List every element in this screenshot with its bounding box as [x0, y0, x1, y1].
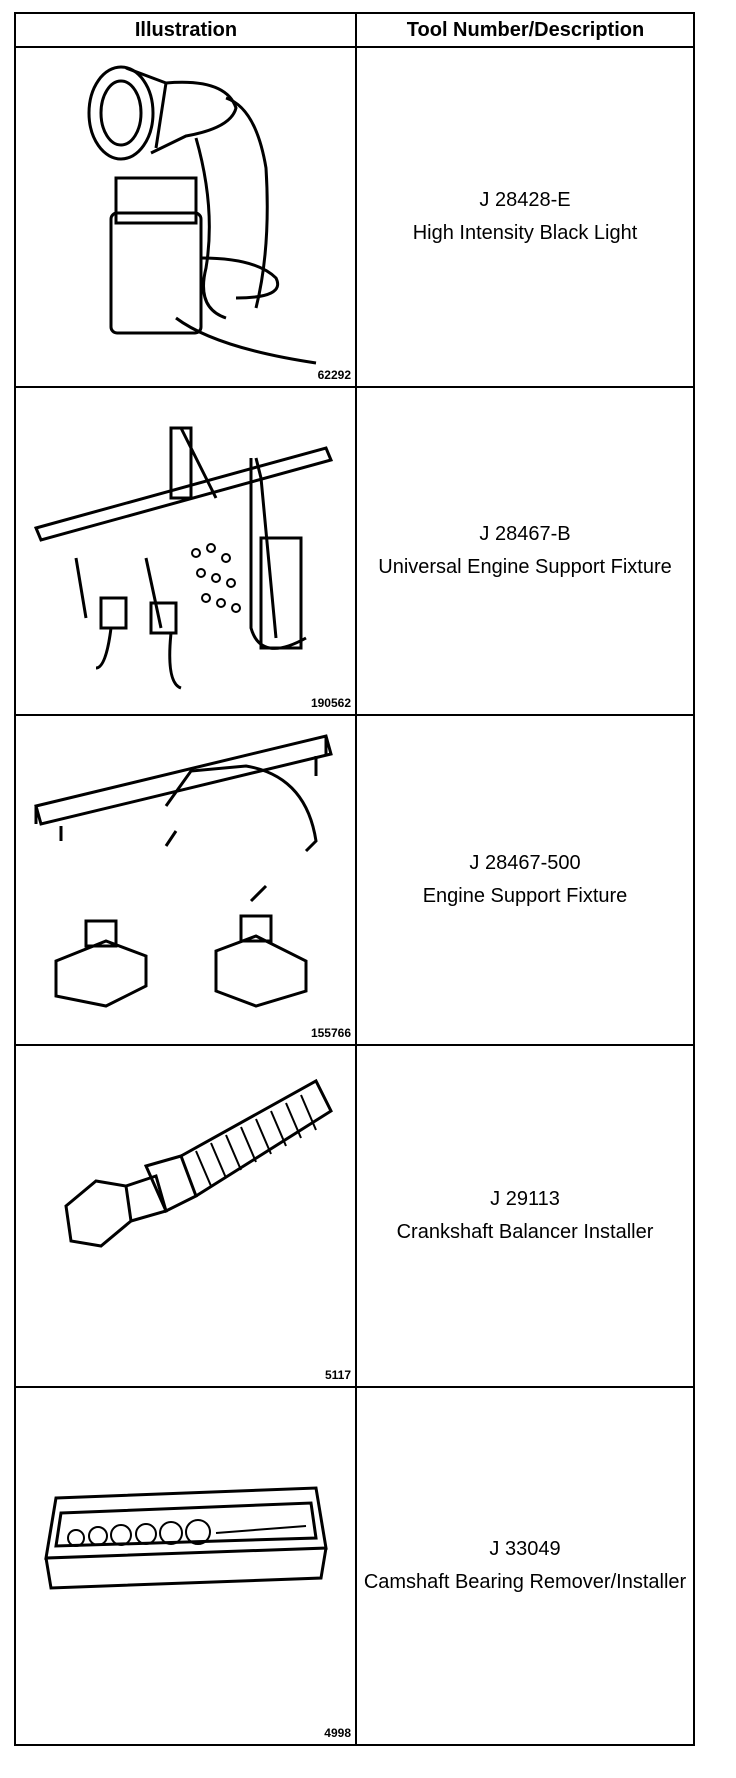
tool-description-cell: J 28467-500 Engine Support Fixture	[357, 716, 693, 1044]
table-row: 4998 J 33049 Camshaft Bearing Remover/In…	[16, 1388, 693, 1744]
tool-number: J 28428-E	[479, 189, 571, 211]
tool-description: High Intensity Black Light	[412, 222, 638, 244]
table-row: 155766 J 28467-500 Engine Support Fixtur…	[16, 716, 693, 1046]
figure-number: 4998	[324, 1726, 351, 1740]
tool-number: J 28467-500	[469, 852, 581, 874]
figure-number: 62292	[317, 368, 351, 382]
balancer-installer-illustration: 5117	[16, 1046, 355, 1386]
tool-number: J 33049	[489, 1538, 561, 1560]
engine-support-illustration: 190562	[16, 388, 355, 714]
tool-description-cell: J 33049 Camshaft Bearing Remover/Install…	[357, 1388, 693, 1744]
tool-case-icon	[44, 1486, 328, 1590]
table-row: 190562 J 28467-B Universal Engine Suppor…	[16, 388, 693, 716]
threaded-bolt-icon	[64, 1078, 333, 1248]
tool-number: J 28467-B	[479, 523, 571, 545]
tool-description: Engine Support Fixture	[422, 885, 628, 907]
tool-description: Universal Engine Support Fixture	[378, 556, 672, 578]
tool-description: Crankshaft Balancer Installer	[396, 1221, 654, 1243]
tools-table: Illustration Tool Number/Description 622…	[14, 12, 695, 1746]
tool-description-cell: J 28467-B Universal Engine Support Fixtu…	[357, 388, 693, 714]
engine-support-bar-icon	[34, 734, 333, 1008]
black-light-illustration: 62292	[16, 48, 355, 386]
black-light-icon	[87, 65, 317, 365]
tool-description-cell: J 29113 Crankshaft Balancer Installer	[357, 1046, 693, 1386]
column-divider	[355, 14, 357, 1744]
tool-description: Camshaft Bearing Remover/Installer	[363, 1571, 687, 1593]
tool-number: J 29113	[490, 1188, 560, 1210]
header-tool-description: Tool Number/Description	[406, 19, 645, 41]
bearing-tool-illustration: 4998	[16, 1388, 355, 1744]
engine-support-bar-illustration: 155766	[16, 716, 355, 1044]
table-row: 5117 J 29113 Crankshaft Balancer Install…	[16, 1046, 693, 1388]
table-row: 62292 J 28428-E High Intensity Black Lig…	[16, 48, 693, 388]
figure-number: 5117	[324, 1368, 351, 1382]
figure-number: 155766	[310, 1026, 351, 1040]
table-header: Illustration Tool Number/Description	[16, 14, 693, 48]
figure-number: 190562	[310, 696, 351, 710]
tool-description-cell: J 28428-E High Intensity Black Light	[357, 48, 693, 386]
header-illustration: Illustration	[134, 19, 238, 41]
engine-support-fixture-icon	[33, 426, 334, 690]
